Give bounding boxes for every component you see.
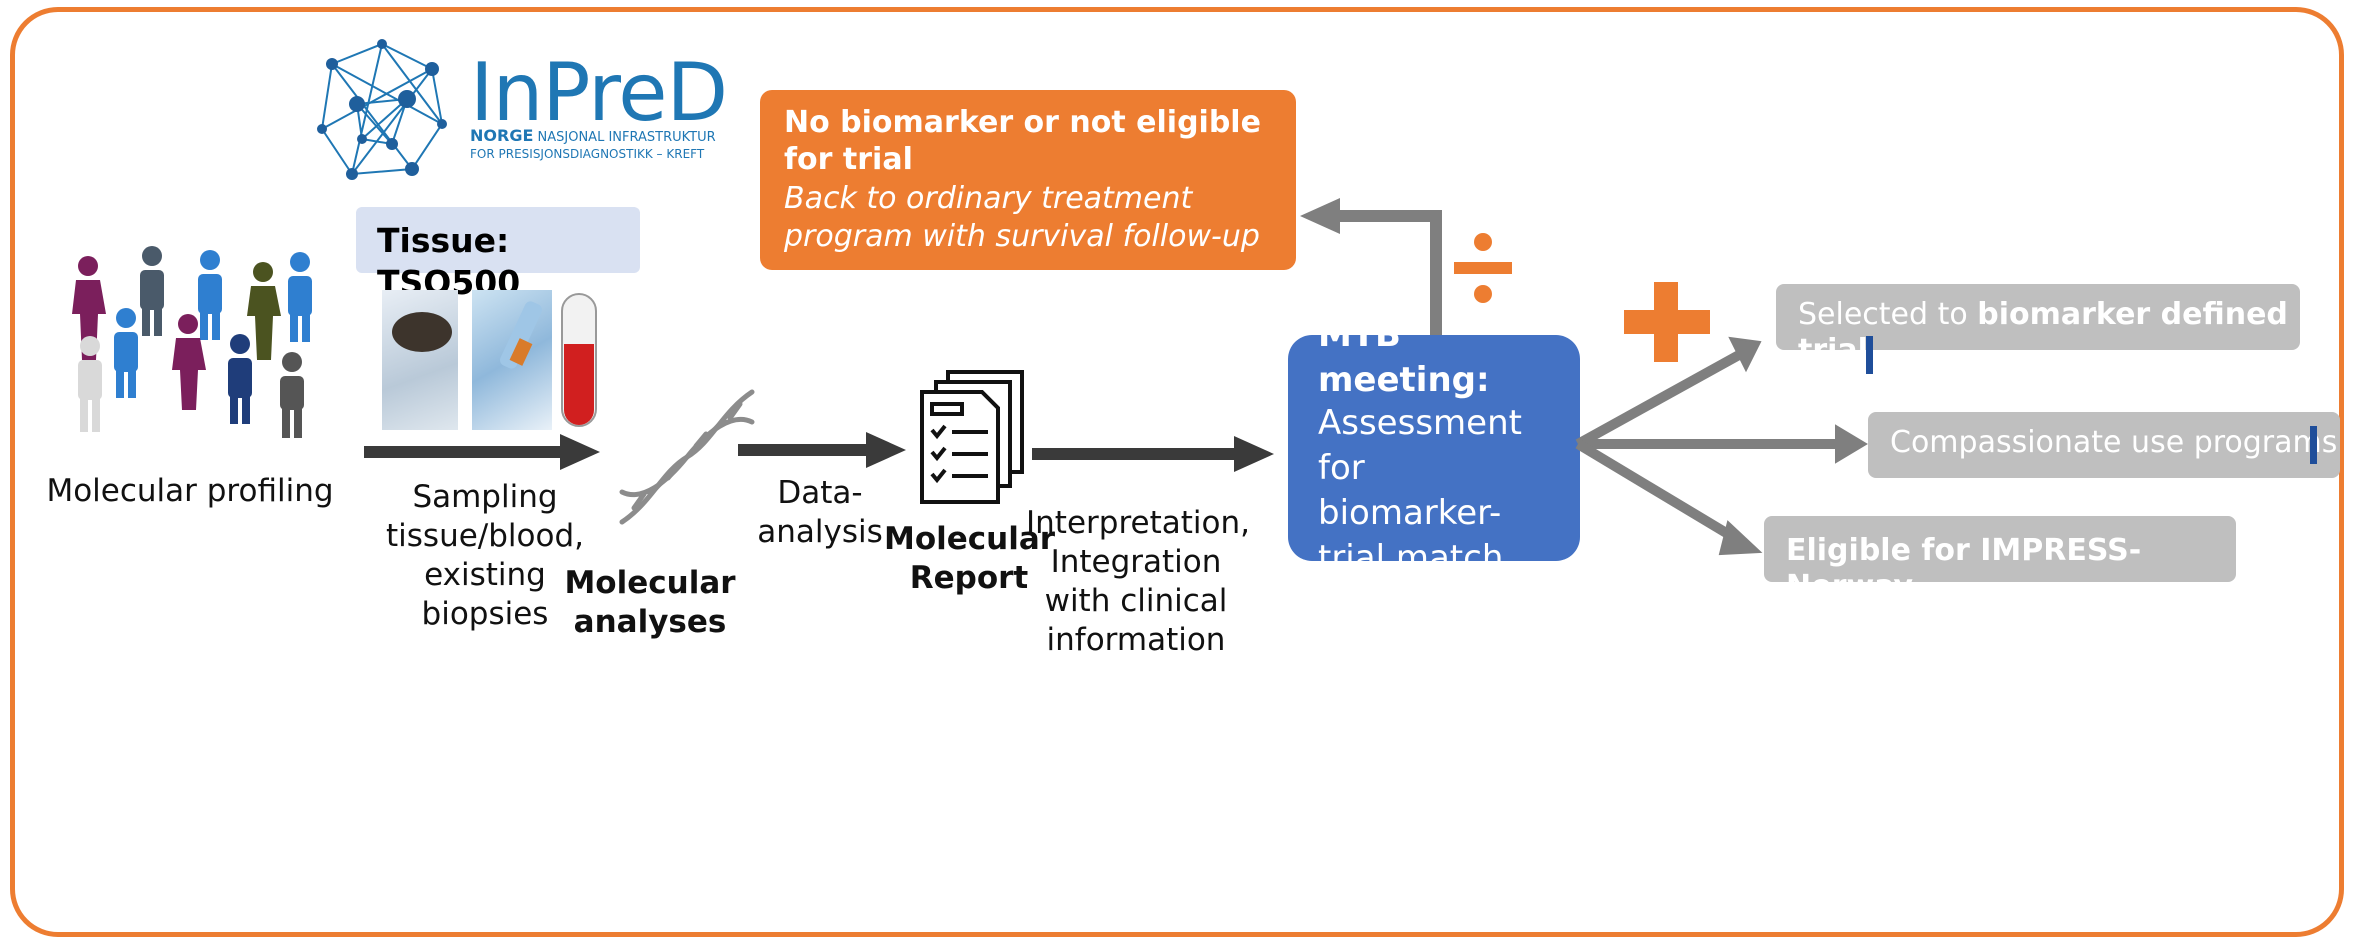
no-biomarker-title-line2: for trial: [784, 142, 913, 177]
interpretation-label: Interpretation, Integration with clinica…: [1026, 504, 1250, 660]
outcome-biomarker-trial-box: Selected to biomarker defined trial: [1776, 284, 2300, 350]
text-cursor: [2310, 426, 2317, 464]
no-biomarker-box: [760, 90, 1296, 270]
person-icon: [140, 246, 164, 336]
people-group-icon: [72, 246, 312, 438]
person-icon: [172, 314, 206, 410]
arrow-to-mtb: [1032, 436, 1274, 472]
outcome1-prefix: Selected to: [1798, 297, 1978, 332]
blood-tube-icon: [561, 293, 597, 427]
dna-icon: [619, 389, 755, 525]
sampling-line3: existing: [424, 557, 546, 593]
mtb-title: MTB meeting:: [1318, 335, 1490, 403]
outcome-biomarker-trial-text: Selected to biomarker defined trial: [1798, 288, 2288, 350]
inpred-network-logo-icon: [317, 39, 447, 180]
no-biomarker-title-line1: No biomarker or not eligible: [784, 105, 1261, 140]
sampling-line1: Sampling: [412, 479, 558, 515]
plus-icon: [1624, 282, 1710, 362]
arrow-to-report: [738, 432, 906, 468]
molecular-analyses-line1: Molecular: [564, 565, 736, 601]
mtb-sub-line1: Assessment: [1318, 403, 1522, 443]
mtb-subtitle: Assessment for biomarker- trial match: [1318, 401, 1568, 561]
interp-line4: information: [1046, 622, 1226, 658]
molecular-analyses-line2: analyses: [573, 604, 727, 640]
person-icon: [78, 336, 102, 432]
mtb-title-line2: meeting:: [1318, 360, 1490, 400]
no-biomarker-sub-line2: program with survival follow-up: [784, 219, 1260, 254]
sampling-label: Sampling tissue/blood, existing biopsies: [370, 478, 600, 634]
person-icon: [280, 352, 304, 438]
molecular-report-label: Molecular Report: [884, 520, 1056, 598]
logo-subtitle-line2: FOR PRESISJONSDIAGNOSTIKK – KREFT: [470, 147, 705, 161]
no-biomarker-subtitle: Back to ordinary treatment program with …: [784, 180, 1264, 256]
data-analysis-label: Data- analysis: [750, 474, 890, 552]
logo-wordmark: InPreD: [470, 46, 728, 139]
arrow-to-impress: [1575, 439, 1741, 545]
text-cursor: [1866, 336, 1873, 374]
data-analysis-line1: Data-: [777, 475, 863, 511]
interp-line2: Integration: [1050, 544, 1222, 580]
logo-subtitle-text: NASJONAL INFRASTRUKTUR: [537, 130, 716, 145]
molecular-profiling-label: Molecular profiling: [46, 473, 334, 509]
no-biomarker-title: No biomarker or not eligible for trial: [784, 104, 1264, 178]
tissue-sample-icon: [392, 312, 452, 352]
arrow-to-no-biomarker: [1300, 198, 1442, 338]
interp-line1: Interpretation,: [1026, 505, 1250, 541]
person-icon: [288, 252, 312, 342]
mtb-sub-line3: biomarker-: [1318, 493, 1502, 533]
logo-country: NORGE: [470, 126, 534, 145]
mtb-sub-line4: trial match: [1318, 538, 1504, 561]
person-icon: [228, 334, 252, 424]
arrow-to-biomarker-trial: [1575, 345, 1751, 449]
outcome3-line2: Norway: [1786, 560, 2141, 582]
outcome-compassionate-box: Compassionate use programs: [1868, 412, 2340, 478]
interp-line3: with clinical: [1044, 583, 1228, 619]
tissue-sample-photo: [382, 290, 458, 430]
outcome3-line1: Eligible for IMPRESS-: [1786, 533, 2142, 568]
person-icon: [72, 256, 106, 360]
data-analysis-line2: analysis: [757, 514, 883, 550]
outcome-compassionate-text: Compassionate use programs: [1890, 425, 2338, 460]
logo-subtitle-line1: NORGE NASJONAL INFRASTRUKTUR: [470, 128, 716, 146]
pipette-icon: [500, 301, 542, 369]
report-line2: Report: [909, 560, 1029, 596]
tissue-label-line1: Tissue:: [377, 221, 510, 260]
molecular-analyses-label: Molecular analyses: [560, 564, 740, 642]
mtb-sub-line2: for: [1318, 448, 1365, 488]
pipette-photo: [472, 290, 552, 430]
tissue-label-box: [356, 207, 640, 273]
person-icon: [247, 262, 281, 360]
outcome-impress-text: Eligible for IMPRESS- Norway: [1786, 524, 2141, 582]
person-icon: [114, 308, 138, 398]
person-icon: [198, 250, 222, 340]
branch-arrows: [1575, 336, 1868, 556]
report-line1: Molecular: [884, 521, 1056, 557]
mtb-title-line1: MTB: [1318, 335, 1401, 355]
report-document-icon: [920, 370, 1024, 504]
outcome1-bold: biomarker defined: [1977, 297, 2288, 332]
mtb-meeting-box: MTB meeting: Assessment for biomarker- t…: [1288, 335, 1580, 561]
divide-icon: [1454, 233, 1512, 303]
sampling-line4: biopsies: [421, 596, 549, 632]
arrow-to-analyses: [364, 434, 600, 470]
sampling-line2: tissue/blood,: [386, 518, 584, 554]
outcome-impress-box: Eligible for IMPRESS- Norway: [1764, 516, 2236, 582]
no-biomarker-sub-line1: Back to ordinary treatment: [784, 181, 1193, 216]
outcome1-line2: trial: [1798, 324, 2288, 350]
diagram-frame: [10, 7, 2344, 937]
